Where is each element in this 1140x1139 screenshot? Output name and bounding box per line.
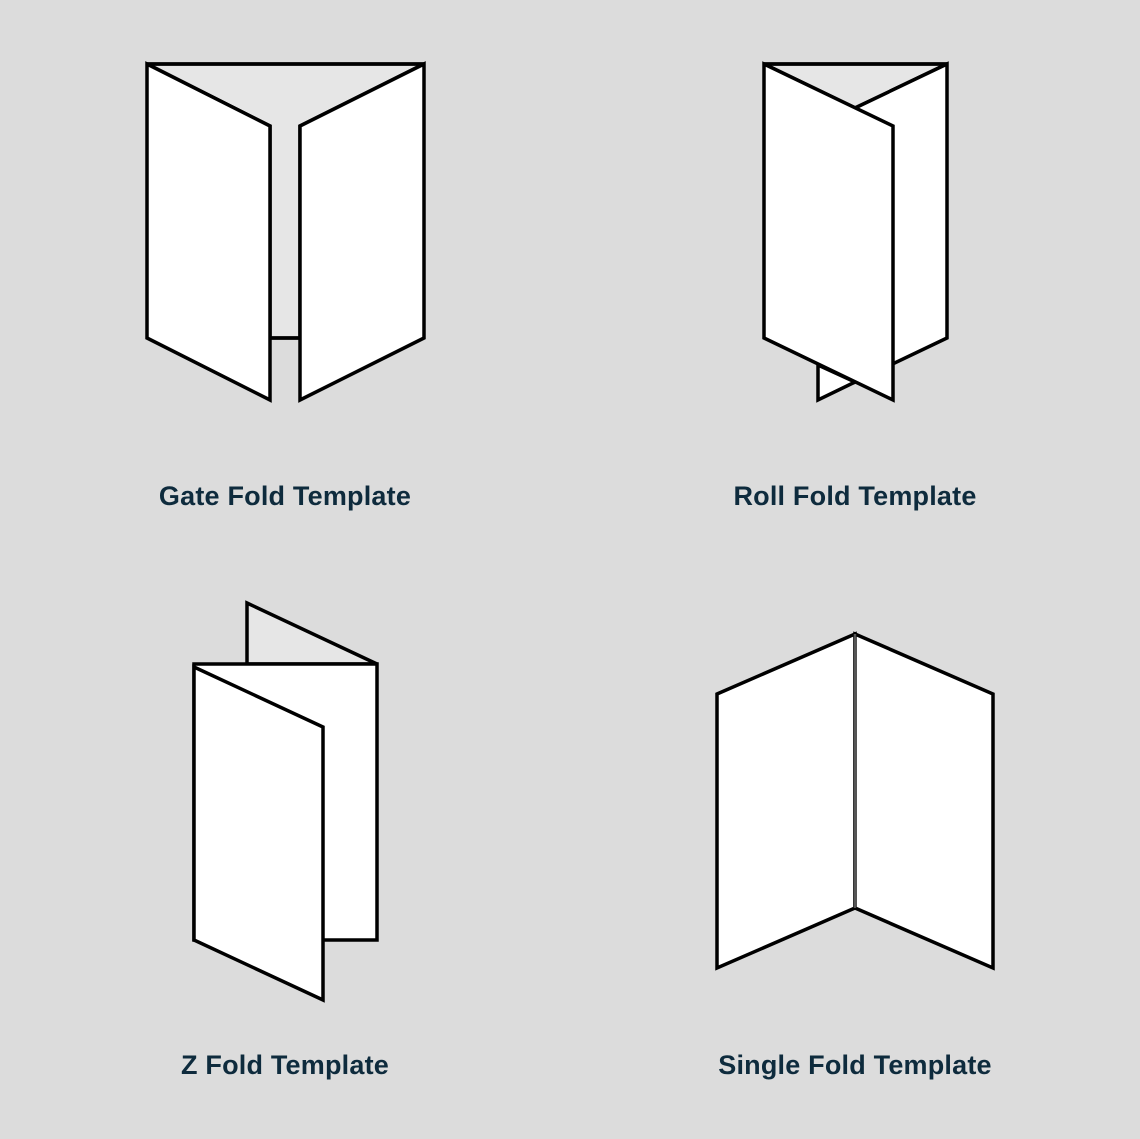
z-fold-icon	[192, 600, 379, 1003]
single-fold-icon	[715, 631, 995, 971]
roll-fold-label[interactable]: Roll Fold Template	[733, 481, 977, 511]
z-fold-label[interactable]: Z Fold Template	[180, 1050, 389, 1080]
roll-fold-icon	[762, 61, 949, 403]
gate-fold-icon	[145, 61, 426, 403]
gate-fold-label[interactable]: Gate Fold Template	[158, 481, 412, 511]
single-fold-label[interactable]: Single Fold Template	[718, 1050, 992, 1080]
